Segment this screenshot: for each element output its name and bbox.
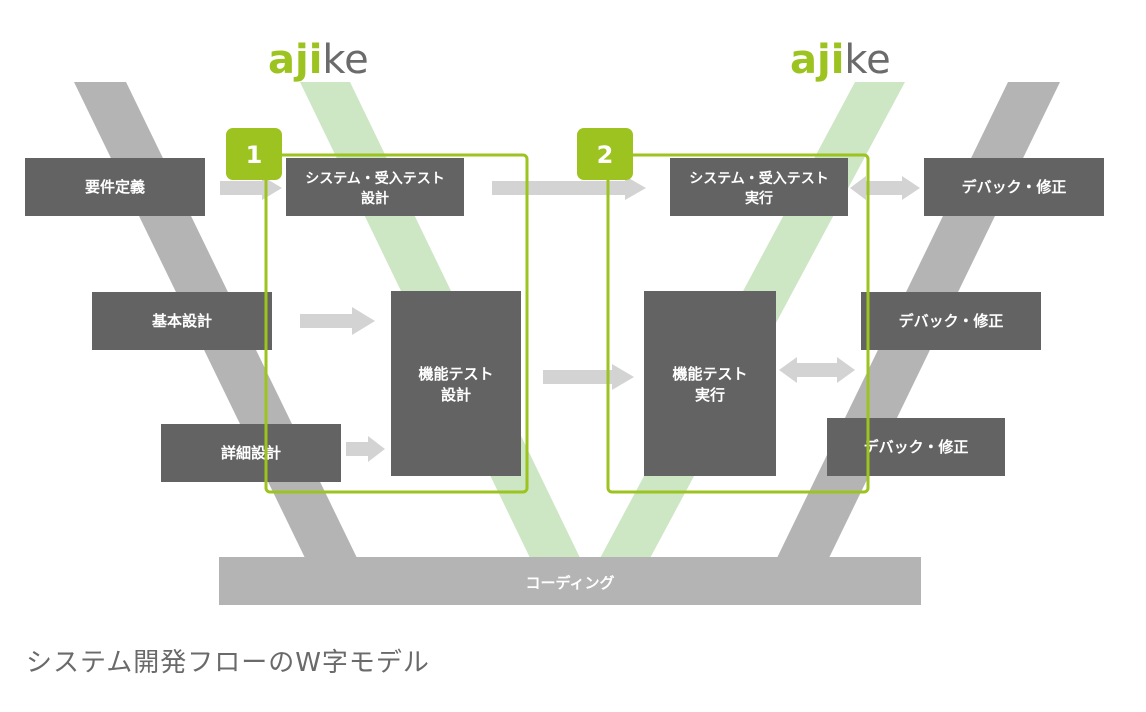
ajike-logo-right: ajike [790,37,891,83]
box-system-test-exec [670,158,848,216]
svg-text:ajike: ajike [268,37,369,83]
label-debug-fix-1: デバック・修正 [962,178,1067,196]
box-detailed-design [161,424,341,482]
phase1-badge [226,128,282,180]
box-debug-fix-2 [861,292,1041,350]
box-debug-fix-3 [827,418,1005,476]
phase1-number: 1 [246,141,263,169]
phase2-badge [577,128,633,180]
ajike-logo-left: ajike [268,37,369,83]
phase1-frame [264,153,529,494]
box-requirements [25,158,205,216]
coding-bar [219,557,921,605]
label-basic-design: 基本設計 [151,312,212,330]
label-system-test-design-1: システム・受入テスト [305,170,445,187]
double-arrow-function-debug [779,357,855,383]
svg-text:ajike: ajike [790,37,891,83]
box-function-test-design [391,291,521,476]
box-basic-design [92,292,272,350]
label-requirements: 要件定義 [85,178,145,196]
box-function-test-exec [644,291,776,476]
label-function-test-exec-2: 実行 [695,386,725,404]
label-detailed-design: 詳細設計 [221,444,281,462]
label-system-test-exec-1: システム・受入テスト [689,170,829,187]
process-boxes: 要件定義 基本設計 詳細設計 システム・受入テスト 設計 機能テスト 設計 シス… [25,158,1104,482]
double-arrow-system-debug [850,176,920,200]
diagram-caption: システム開発フローのW字モデル [26,648,430,678]
arrow-basic-design [300,307,375,335]
label-debug-fix-3: デバック・修正 [864,438,969,456]
label-system-test-design-2: 設計 [361,190,389,207]
phase-frames: 1 2 [226,128,870,494]
arrow-function-test [543,364,634,390]
phase2-frame [606,153,870,494]
phase2-number: 2 [597,141,614,169]
arrow-detailed-design [346,436,385,462]
box-system-test-design [286,158,464,216]
label-function-test-design-1: 機能テスト [418,365,493,383]
label-function-test-exec-1: 機能テスト [672,365,747,383]
label-system-test-exec-2: 実行 [745,190,773,207]
coding-label: コーディング [526,574,615,592]
box-debug-fix-1 [924,158,1104,216]
label-debug-fix-2: デバック・修正 [899,312,1004,330]
label-function-test-design-2: 設計 [441,386,471,404]
